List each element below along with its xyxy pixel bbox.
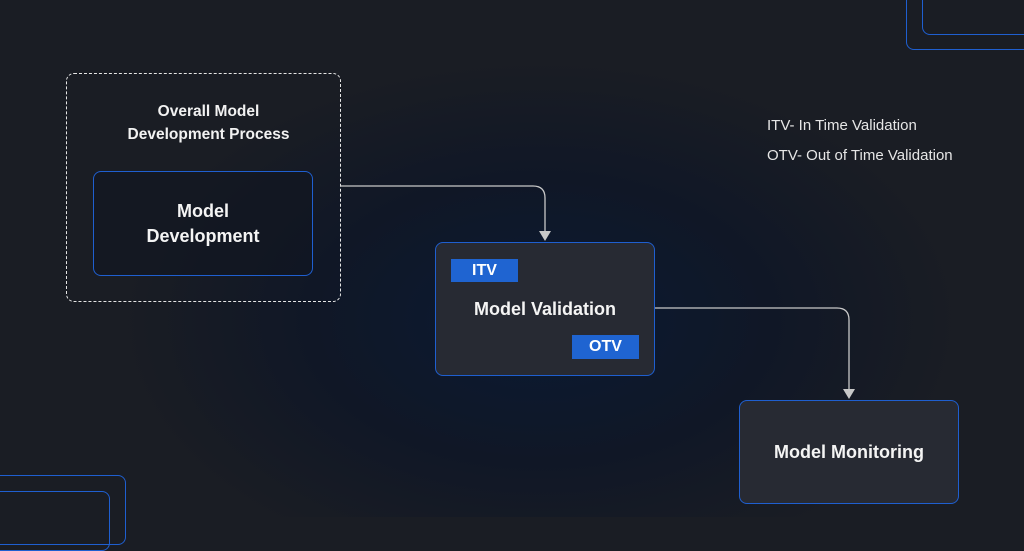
model-validation-label: Model Validation — [473, 298, 616, 319]
decorative-frame-top-right-outer — [906, 0, 1024, 50]
decorative-frame-top-right-inner — [922, 0, 1024, 35]
legend-itv: ITV- In Time Validation — [767, 117, 917, 134]
otv-tag: OTV — [572, 335, 639, 359]
model-development-node: Model Development — [93, 171, 313, 276]
connector-development-to-validation — [341, 185, 546, 232]
model-development-label: Model Development — [146, 200, 260, 246]
connector-validation-to-monitoring — [655, 307, 850, 390]
model-monitoring-node: Model Monitoring — [739, 400, 959, 504]
arrowhead-monitoring — [843, 389, 855, 399]
model-monitoring-label: Model Monitoring — [774, 441, 924, 462]
arrowhead-validation — [539, 231, 551, 241]
itv-tag: ITV — [451, 259, 518, 282]
legend-otv: OTV- Out of Time Validation — [767, 147, 953, 164]
process-group-box — [66, 73, 341, 302]
connector-layer — [341, 185, 855, 399]
group-title: Overall Model Development Process — [127, 103, 290, 143]
